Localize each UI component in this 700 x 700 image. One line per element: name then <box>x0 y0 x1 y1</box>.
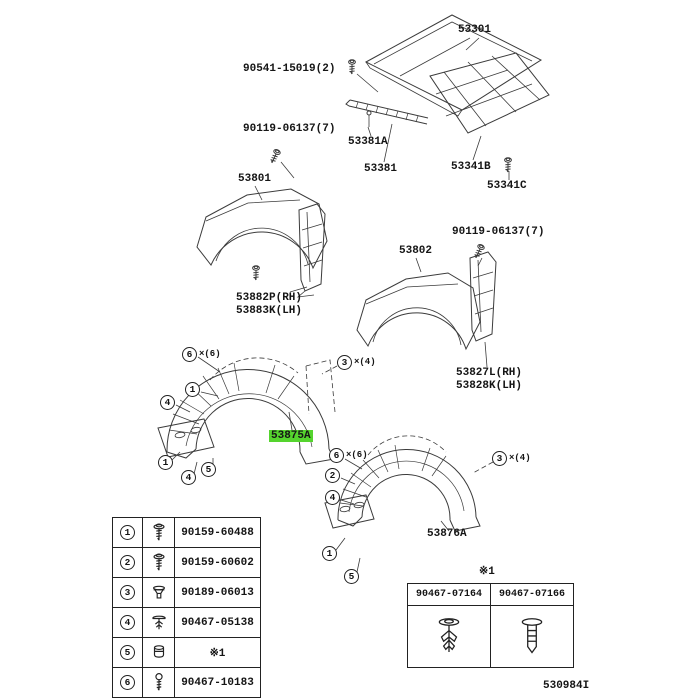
screw-grommet-icon <box>150 642 168 664</box>
push-rivet2-icon <box>517 615 547 659</box>
hood-insulator-drawing <box>429 52 550 134</box>
hood-seal-drawing <box>345 99 429 127</box>
callout-number: 3 <box>120 585 135 600</box>
label-fender-lh: 53801 <box>238 173 272 185</box>
label-fender-bolt-rh: 90119-06137(7) <box>452 226 545 238</box>
part-number: 90189-06013 <box>174 577 261 608</box>
callout-4-liner-rh: 4 <box>325 490 340 505</box>
fastener-row: 5 ※1 <box>112 637 261 668</box>
push-rivet-icon <box>434 615 464 659</box>
callout-1-liner-lh: 1 <box>185 382 200 397</box>
part-number: 90467-07166 <box>490 583 574 606</box>
callout-4b-liner-lh: 4 <box>181 470 196 485</box>
fender-liner-rh-drawing <box>324 444 481 532</box>
screw-washer-icon <box>150 552 168 574</box>
fender-lh-drawing <box>196 188 328 270</box>
part-number: 90159-60488 <box>174 517 261 548</box>
label-insulator-clip: 53341C <box>487 180 527 192</box>
label-brace-rh-lh: 53828K(LH) <box>456 380 523 392</box>
leader-lines <box>171 37 510 573</box>
alternative-parts-table: 90467-07164 90467-07166 <box>407 583 574 668</box>
alt-header-row: 90467-07164 90467-07166 <box>407 583 574 606</box>
callout-number: 5 <box>120 645 135 660</box>
label-fender-rh: 53802 <box>399 245 433 257</box>
callout-5-liner-lh: 5 <box>201 462 216 477</box>
fastener-row: 3 90189-06013 <box>112 577 261 608</box>
part-number: ※1 <box>174 637 261 668</box>
callout-number: 6 <box>120 675 135 690</box>
label-hood-seal: 53381 <box>364 163 398 175</box>
label-fender-bolt-lh: 90119-06137(7) <box>243 123 336 135</box>
alt-icon-row <box>407 605 574 668</box>
part-number: 90467-07164 <box>407 583 491 606</box>
callout-number: 2 <box>120 555 135 570</box>
fender-brace-lh-drawing <box>296 203 326 298</box>
label-hood-bolt: 90541-15019(2) <box>243 63 336 75</box>
drawing-code: 530984I <box>543 680 590 692</box>
label-brace-lh-lh: 53883K(LH) <box>236 305 303 317</box>
fender-rh-drawing <box>356 272 481 351</box>
fastener-row: 4 90467-05138 <box>112 607 261 638</box>
fastener-row: 6 90467-10183 <box>112 667 261 698</box>
ref-note: ※1 <box>479 566 495 578</box>
tapping-screw-icon <box>150 672 168 694</box>
callout-5-liner-rh: 5 <box>344 569 359 584</box>
callout-3-liner-lh: 3×(4) <box>337 355 376 370</box>
clip-icon <box>150 612 168 634</box>
callout-number: 4 <box>120 615 135 630</box>
fender-brace-rh-drawing <box>469 251 497 342</box>
part-number: 90159-60602 <box>174 547 261 578</box>
part-number: 90467-10183 <box>174 667 261 698</box>
callout-4-liner-lh: 4 <box>160 395 175 410</box>
fastener-legend-table: 1 90159-60488 2 90159-60602 3 90189-0601… <box>112 517 261 698</box>
screw-washer-icon <box>150 522 168 544</box>
label-liner-rh: 53876A <box>427 528 467 540</box>
hidden-edge-lines <box>209 357 494 474</box>
callout-6-liner-lh: 6×(6) <box>182 347 221 362</box>
callout-number: 1 <box>120 525 135 540</box>
grommet-icon <box>150 582 168 604</box>
hood-drawing <box>364 14 543 117</box>
callout-6-liner-rh: 6×(6) <box>329 448 368 463</box>
fastener-row: 2 90159-60602 <box>112 547 261 578</box>
callout-2-liner-rh: 2 <box>325 468 340 483</box>
label-brace-rh-rh: 53827L(RH) <box>456 367 523 379</box>
fastener-row: 1 90159-60488 <box>112 517 261 548</box>
label-hood: 53301 <box>458 24 492 36</box>
label-brace-lh-rh: 53882P(RH) <box>236 292 303 304</box>
label-liner-lh-highlighted: 53875A <box>269 430 313 442</box>
callout-3-liner-rh: 3×(4) <box>492 451 531 466</box>
callout-1b-liner-lh: 1 <box>158 455 173 470</box>
label-hood-seal-clip: 53381A <box>348 136 388 148</box>
fender-liner-lh-drawing <box>157 362 335 465</box>
label-hood-insulator: 53341B <box>451 161 491 173</box>
callout-1-liner-rh: 1 <box>322 546 337 561</box>
part-number: 90467-05138 <box>174 607 261 638</box>
